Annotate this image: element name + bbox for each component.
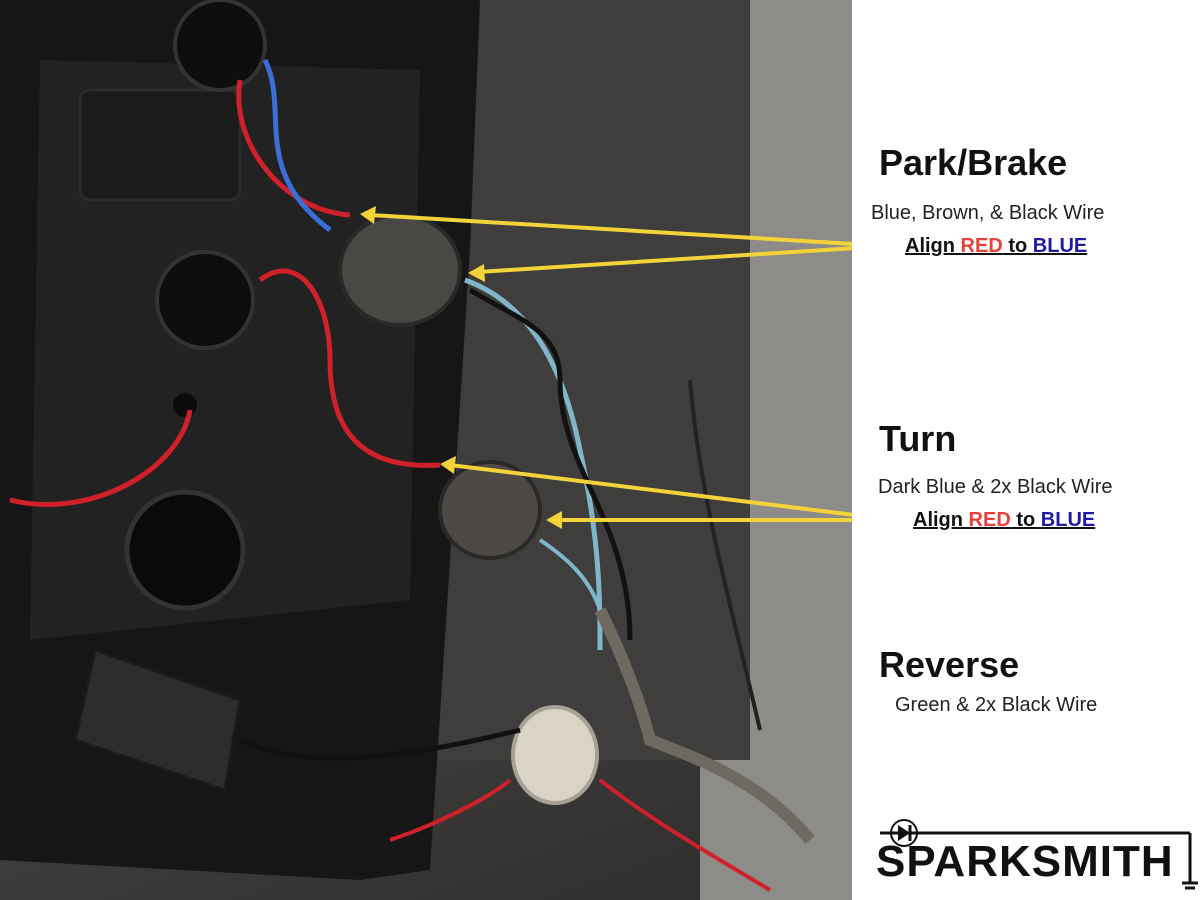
lightblue-wire-turn: [538, 538, 602, 611]
housing-inner-panel: [30, 60, 420, 640]
black-wire-reverse: [238, 727, 521, 761]
red-wire-reverse: [389, 778, 772, 892]
align-blue-word: BLUE: [1032, 235, 1088, 257]
reverse-wires: Green & 2x Black Wire: [895, 694, 1098, 716]
turn-align-note: Align RED to BLUE: [913, 509, 1095, 532]
housing-recess: [78, 88, 242, 202]
red-wire-lower: [9, 409, 193, 507]
arrow-turn-red: [449, 463, 852, 517]
connector-block: [73, 648, 242, 792]
arrow-head-turn-red: [440, 456, 456, 474]
arrow-head-turn-blue: [546, 511, 562, 529]
black-cable-right: [688, 379, 762, 731]
wire-loom: [594, 607, 815, 844]
park-brake-title: Park/Brake: [879, 142, 1068, 183]
trunk-carpet: [430, 0, 750, 760]
wire-grommet: [173, 393, 197, 417]
red-wire-turn: [258, 268, 441, 468]
sparksmith-logo: SPARKSMITH: [870, 815, 1200, 895]
arrow-head-park-blue: [468, 264, 485, 282]
align-prefix: Align: [913, 509, 969, 531]
park-brake-wires: Blue, Brown, & Black Wire: [871, 202, 1105, 224]
label-panel: [852, 0, 1200, 900]
lightblue-wire-main: [464, 277, 603, 651]
tail-light-photo: [0, 0, 852, 900]
reverse-title: Reverse: [879, 644, 1020, 685]
arrows: [360, 206, 852, 529]
blue-wire-park: [262, 58, 332, 232]
align-red-word: RED: [960, 235, 1003, 257]
park-brake-align-note: Align RED to BLUE: [905, 235, 1087, 258]
wiring-photo-illustration: [0, 0, 852, 900]
align-red-word: RED: [968, 509, 1011, 531]
arrow-park-red: [369, 213, 852, 246]
reverse-socket: [511, 705, 599, 805]
turn-title: Turn: [879, 418, 957, 459]
lower-bulb-hole: [124, 489, 246, 611]
arrow-park-blue: [477, 246, 852, 274]
align-prefix: Align: [905, 235, 961, 257]
turn-socket: [438, 460, 542, 560]
turn-wires: Dark Blue & 2x Black Wire: [878, 476, 1113, 498]
upper-bulb-hole: [173, 0, 267, 92]
arrow-head-park-red: [360, 206, 376, 224]
align-blue-word: BLUE: [1040, 509, 1096, 531]
logo-text: SPARKSMITH: [876, 837, 1174, 886]
park-brake-socket: [338, 213, 462, 327]
black-wire-main: [468, 287, 633, 641]
logo-circuit-icon: [880, 819, 1198, 890]
align-mid: to: [1010, 509, 1041, 531]
middle-bulb-hole: [155, 250, 255, 350]
align-mid: to: [1002, 235, 1033, 257]
red-wire-park: [236, 79, 351, 218]
